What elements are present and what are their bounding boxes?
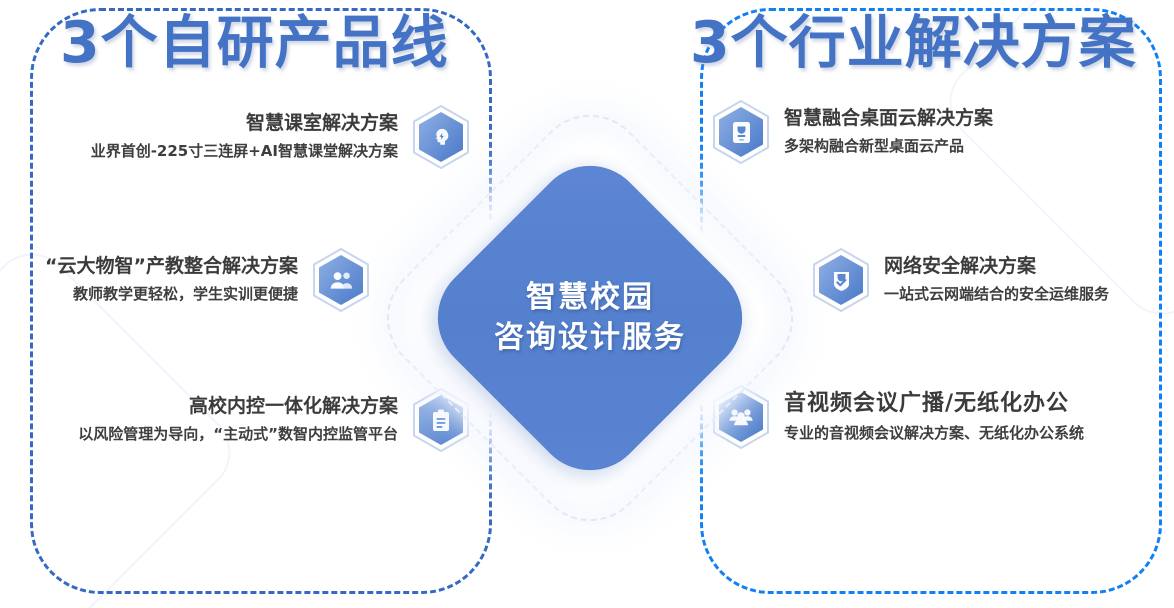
panel-left-title: 3个自研产品线 — [60, 10, 449, 76]
item-subtitle: 教师教学更轻松，学生实训更便捷 — [72, 285, 298, 304]
hex-outline — [413, 105, 469, 169]
glyph-brain-head — [412, 105, 470, 169]
list-item[interactable]: 网络安全解决方案 一站式云网端结合的安全运维服务 — [812, 248, 1109, 312]
item-title: 智慧课室解决方案 — [245, 112, 398, 135]
shield-check-icon — [812, 248, 870, 312]
panel-right-title: 3个行业解决方案 — [690, 10, 1137, 76]
hex-outline — [813, 248, 869, 312]
hex-outline — [713, 385, 769, 449]
glyph-clipboard — [412, 388, 470, 452]
item-subtitle: 业界首创-225寸三连屏+AI智慧课堂解决方案 — [90, 142, 398, 161]
center-label-line2: 咨询设计服务 — [494, 320, 686, 355]
hex-outline — [313, 248, 369, 312]
item-subtitle: 一站式云网端结合的安全运维服务 — [884, 285, 1110, 304]
list-item[interactable]: 智慧融合桌面云解决方案 多架构融合新型桌面云产品 — [712, 100, 993, 164]
video-conference-icon — [712, 385, 770, 449]
users-icon — [312, 248, 370, 312]
list-item[interactable]: 高校内控一体化解决方案 以风险管理为导向，“主动式”数智内控监管平台 — [10, 388, 470, 452]
item-subtitle: 专业的音视频会议解决方案、无纸化办公系统 — [784, 424, 1085, 443]
item-subtitle: 以风险管理为导向，“主动式”数智内控监管平台 — [78, 425, 398, 444]
item-text-block: 高校内控一体化解决方案 以风险管理为导向，“主动式”数智内控监管平台 — [78, 394, 398, 445]
item-title: “云大物智”产教整合解决方案 — [45, 255, 298, 278]
list-item[interactable]: “云大物智”产教整合解决方案 教师教学更轻松，学生实训更便捷 — [10, 248, 370, 312]
list-item[interactable]: 智慧课室解决方案 业界首创-225寸三连屏+AI智慧课堂解决方案 — [40, 105, 470, 169]
center-label-line1: 智慧校园 — [526, 280, 654, 316]
item-text-block: 智慧融合桌面云解决方案 多架构融合新型桌面云产品 — [784, 106, 993, 157]
glyph-shield-check — [812, 248, 870, 312]
brain-head-icon — [412, 105, 470, 169]
item-title: 智慧融合桌面云解决方案 — [784, 107, 994, 130]
item-title: 网络安全解决方案 — [884, 255, 1037, 278]
glyph-video-conference — [712, 385, 770, 449]
hex-outline — [713, 100, 769, 164]
item-title: 音视频会议广播/无纸化办公 — [784, 391, 1070, 417]
item-title: 高校内控一体化解决方案 — [188, 395, 398, 418]
list-item[interactable]: 音视频会议广播/无纸化办公 专业的音视频会议解决方案、无纸化办公系统 — [712, 385, 1084, 449]
glyph-users — [312, 248, 370, 312]
item-text-block: 网络安全解决方案 一站式云网端结合的安全运维服务 — [884, 254, 1109, 305]
center-label: 智慧校园 咨询设计服务 — [466, 194, 714, 442]
glyph-desktop-cloud — [712, 100, 770, 164]
item-text-block: 智慧课室解决方案 业界首创-225寸三连屏+AI智慧课堂解决方案 — [91, 111, 398, 162]
clipboard-icon — [412, 388, 470, 452]
hex-outline — [413, 388, 469, 452]
desktop-cloud-icon — [712, 100, 770, 164]
hex-fill — [319, 255, 363, 305]
item-text-block: “云大物智”产教整合解决方案 教师教学更轻松，学生实训更便捷 — [45, 254, 298, 305]
item-text-block: 音视频会议广播/无纸化办公 专业的音视频会议解决方案、无纸化办公系统 — [784, 389, 1084, 444]
item-subtitle: 多架构融合新型桌面云产品 — [784, 137, 965, 156]
